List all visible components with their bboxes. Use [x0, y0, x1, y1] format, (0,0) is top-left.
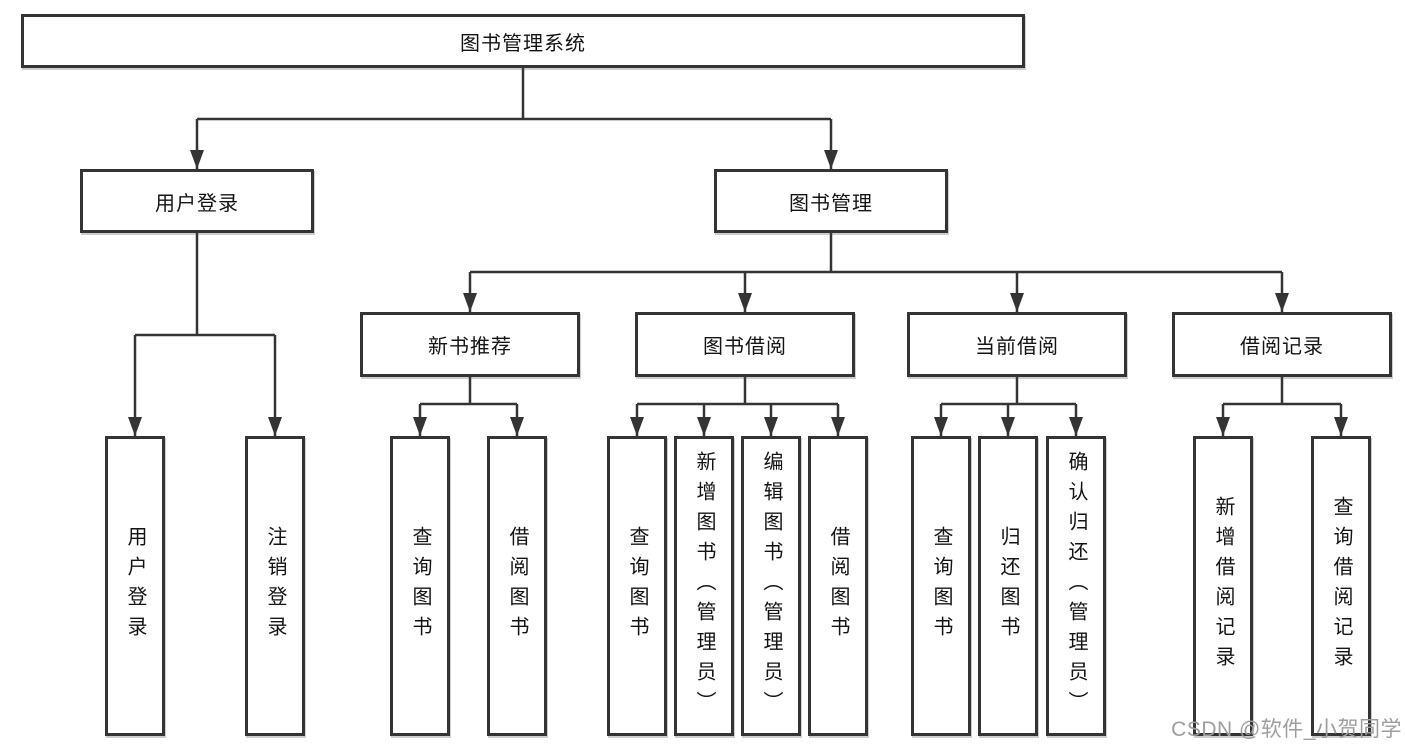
leaf-newbook-query-book: 查询图书: [390, 436, 450, 736]
connector-borrowrecord-to-leaves: [1221, 377, 1343, 436]
arrow-down-icon: [934, 417, 948, 436]
node-label: 用户登录: [155, 192, 239, 215]
arrow-down-icon: [738, 293, 752, 312]
arrow-down-icon: [831, 417, 845, 436]
leaf-label: 归还图书: [997, 526, 1019, 646]
leaf-label: 借阅图书: [827, 526, 849, 646]
leaf-label: 新增图书（管理员）: [693, 451, 715, 721]
node-book-borrow: 图书借阅: [635, 312, 855, 377]
leaf-logout: 注销登录: [245, 436, 305, 736]
node-book-management: 图书管理: [714, 169, 948, 233]
arrow-down-icon: [697, 417, 711, 436]
leaf-query-borrow-record: 查询借阅记录: [1311, 436, 1371, 736]
connector-bookmgmt-to-modules: [468, 233, 1284, 312]
arrow-down-icon: [190, 150, 204, 169]
leaf-borrow-borrow-book: 借阅图书: [808, 436, 868, 736]
node-label: 图书管理系统: [460, 32, 586, 55]
watermark: CSDN @软件_小贺同学: [1171, 718, 1402, 741]
node-user-login: 用户登录: [80, 169, 314, 233]
arrow-down-icon: [413, 417, 427, 436]
leaf-label: 确认归还（管理员）: [1065, 451, 1087, 721]
connector-bookborrow-to-leaves: [635, 377, 840, 436]
leaf-confirm-return-admin: 确认归还（管理员）: [1046, 436, 1106, 736]
node-current-borrow: 当前借阅: [907, 312, 1127, 377]
leaf-label: 用户登录: [124, 526, 146, 646]
arrow-down-icon: [1216, 417, 1230, 436]
leaf-edit-book-admin: 编辑图书（管理员）: [741, 436, 801, 736]
node-library-system: 图书管理系统: [21, 14, 1025, 68]
leaf-label: 借阅图书: [506, 526, 528, 646]
connector-root-to-level2: [195, 68, 833, 169]
leaf-label: 查询借阅记录: [1330, 496, 1352, 676]
leaf-add-borrow-record: 新增借阅记录: [1193, 436, 1253, 736]
node-label: 图书借阅: [703, 336, 787, 358]
leaf-user-login: 用户登录: [105, 436, 165, 736]
leaf-current-query-book: 查询图书: [911, 436, 971, 736]
node-label: 借阅记录: [1240, 336, 1324, 358]
arrow-down-icon: [764, 417, 778, 436]
leaf-label: 编辑图书（管理员）: [760, 451, 782, 721]
arrow-down-icon: [1275, 293, 1289, 312]
connector-currentborrow-to-leaves: [939, 377, 1078, 436]
arrow-down-icon: [268, 417, 282, 436]
node-label: 当前借阅: [975, 336, 1059, 358]
arrow-down-icon: [1001, 417, 1015, 436]
leaf-add-book-admin: 新增图书（管理员）: [674, 436, 734, 736]
leaf-label: 新增借阅记录: [1212, 496, 1234, 676]
arrow-down-icon: [1010, 293, 1024, 312]
leaf-label: 查询图书: [930, 526, 952, 646]
leaf-return-book: 归还图书: [978, 436, 1038, 736]
leaf-label: 查询图书: [409, 526, 431, 646]
arrow-down-icon: [1334, 417, 1348, 436]
leaf-label: 注销登录: [264, 526, 286, 646]
arrow-down-icon: [128, 417, 142, 436]
leaf-newbook-borrow-book: 借阅图书: [487, 436, 547, 736]
arrow-down-icon: [630, 417, 644, 436]
arrow-down-icon: [824, 150, 838, 169]
node-label: 新书推荐: [428, 336, 512, 358]
arrow-down-icon: [1069, 417, 1083, 436]
arrow-down-icon: [510, 417, 524, 436]
connector-newbook-to-leaves: [418, 377, 519, 436]
node-label: 图书管理: [789, 192, 873, 215]
connector-userlogin-to-leaves: [133, 233, 277, 436]
leaf-borrow-query-book: 查询图书: [607, 436, 667, 736]
arrow-down-icon: [463, 293, 477, 312]
node-borrow-record: 借阅记录: [1172, 312, 1392, 377]
leaf-label: 查询图书: [626, 526, 648, 646]
node-new-book-recommend: 新书推荐: [360, 312, 580, 377]
